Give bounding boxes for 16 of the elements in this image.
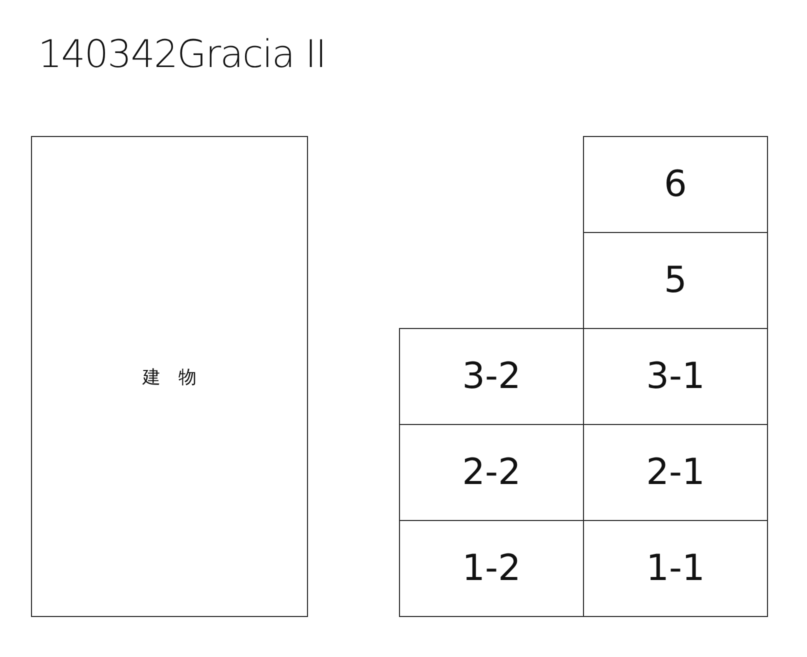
building-area [31,136,308,617]
space-number: 1-1 [646,548,705,589]
space-number: 1-2 [462,548,521,589]
space-number: 2-1 [646,452,705,493]
parking-space [583,520,768,617]
parking-space [399,328,584,425]
title: 140342Gracia II [38,32,326,76]
parking-space [583,232,768,329]
space-number: 2-2 [462,452,521,493]
parking-space [583,136,768,233]
space-number: 5 [664,260,687,301]
space-number: 3-1 [646,356,705,397]
parking-space [399,520,584,617]
building-label: 建 物 [142,366,196,388]
space-number: 3-2 [462,356,521,397]
space-number: 6 [664,164,687,205]
